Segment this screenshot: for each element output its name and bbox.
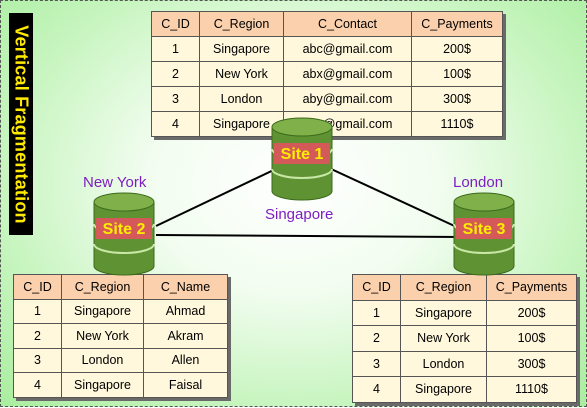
table-row: 2 New York 100$ (352, 325, 577, 352)
site2-database-icon: Site 2 (93, 192, 155, 276)
site3-location-label: London (453, 174, 504, 191)
table-row: 2 New York Akram (13, 323, 228, 349)
table-cell: Allen (143, 347, 228, 373)
table-cell: New York (400, 325, 487, 352)
column-header: C_Contact (283, 11, 412, 37)
table-cell: 1 (13, 298, 62, 324)
site3-database-icon: Site 3 (453, 192, 515, 276)
site1-badge (274, 143, 330, 164)
column-header: C_ID (151, 11, 200, 37)
table-cell: London (400, 350, 487, 377)
table-cell: 2 (151, 61, 200, 87)
column-header: C_Region (199, 11, 284, 37)
site2-fragment-table: C_ID C_Region C_Name 1 Singapore Ahmad 2… (13, 274, 228, 398)
table-row: 3 London 300$ (352, 350, 577, 377)
site3-badge-label: Site 3 (463, 221, 506, 238)
table-row: 4 Singapore Faisal (13, 372, 228, 398)
site2-badge (96, 218, 152, 239)
table-cell: Faisal (143, 372, 228, 398)
table-row: 1 Singapore Ahmad (13, 298, 228, 324)
site1-database-icon: Site 1 (271, 117, 333, 201)
column-header: C_ID (352, 274, 401, 301)
table-cell: 1110$ (411, 111, 503, 137)
table-cell: 300$ (486, 350, 577, 377)
table-row: 3 London Allen (13, 347, 228, 373)
table-cell: 1 (151, 36, 200, 62)
table-cell: 200$ (411, 36, 503, 62)
column-header: C_Payments (486, 274, 577, 301)
table-cell: 4 (13, 372, 62, 398)
table-cell: abx@gmail.com (283, 61, 412, 87)
column-header: C_Region (400, 274, 487, 301)
table-row: 4 Singapore 1110$ (352, 376, 577, 403)
table-cell: 1110$ (486, 376, 577, 403)
table-cell: 4 (151, 111, 200, 137)
site1-location-label: Singapore (265, 206, 334, 223)
table-cell: London (61, 347, 144, 373)
table-cell: 3 (151, 86, 200, 112)
site3-fragment-table: C_ID C_Region C_Payments 1 Singapore 200… (352, 274, 577, 403)
table-cell: Singapore (61, 298, 144, 324)
table-cell: Akram (143, 323, 228, 349)
table-cell: Singapore (61, 372, 144, 398)
table-row: 1 Singapore 200$ (352, 299, 577, 326)
table-cell: New York (199, 61, 284, 87)
table-cell: New York (61, 323, 144, 349)
table-cell: 2 (352, 325, 401, 352)
table-cell: Ahmad (143, 298, 228, 324)
table-cell: aby@gmail.com (283, 86, 412, 112)
site2-badge-label: Site 2 (103, 221, 146, 238)
site1-fragment-table: C_ID C_Region C_Contact C_Payments 1 Sin… (151, 11, 503, 137)
table-cell: 1 (352, 299, 401, 326)
table-cell: 3 (352, 350, 401, 377)
title-bar: Vertical Fragmentation (9, 13, 33, 235)
site1-badge-label: Site 1 (281, 146, 324, 163)
table-cell: 4 (352, 376, 401, 403)
site3-badge (456, 218, 512, 239)
site2-location-label: New York (83, 174, 147, 191)
table-cell: Singapore (199, 111, 284, 137)
column-header: C_ID (13, 274, 62, 300)
column-header: C_Payments (411, 11, 503, 37)
table-cell: 100$ (486, 325, 577, 352)
table-cell: abc@gmail.com (283, 36, 412, 62)
link-site2-site3 (155, 234, 462, 238)
